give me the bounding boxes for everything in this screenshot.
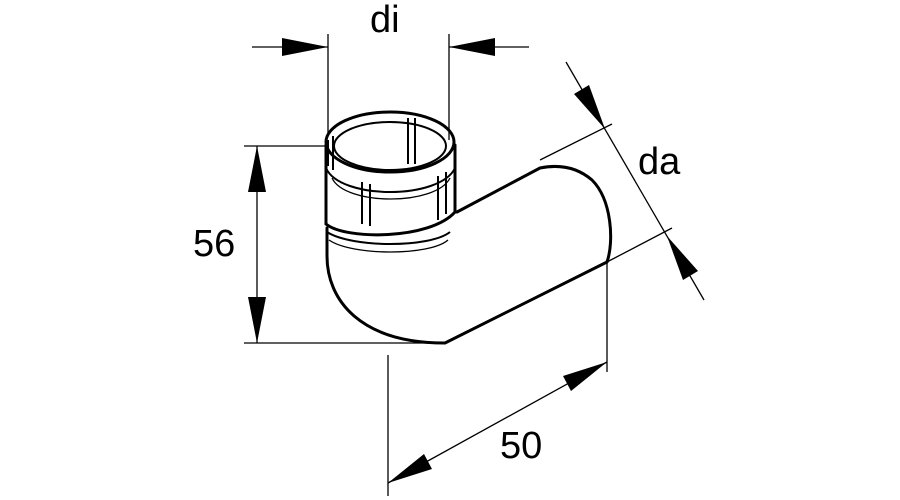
di-arrow-right	[449, 38, 495, 56]
da-extension-bottom	[606, 227, 673, 263]
dimension-di: di	[252, 0, 529, 140]
dimension-height: 56	[193, 145, 445, 344]
socket-slit-left	[327, 136, 334, 170]
socket-shoulder-bottom	[328, 239, 449, 253]
socket	[324, 110, 457, 237]
length-label: 50	[500, 425, 542, 467]
socket-shoulder	[326, 231, 451, 245]
socket-slit-front	[361, 182, 371, 226]
length-arrow-left	[388, 454, 432, 483]
da-arrow-bottom	[667, 236, 698, 280]
da-arrow-top	[574, 85, 605, 129]
height-arrow-bottom	[248, 297, 266, 343]
height-arrow-top	[248, 146, 266, 192]
da-extension-top	[539, 123, 613, 161]
dimension-length: 50	[387, 262, 608, 496]
length-arrow-right	[563, 362, 607, 391]
socket-bottom-edge	[324, 210, 457, 237]
socket-rim-lower-2	[331, 177, 451, 200]
dimension-da: da	[539, 61, 705, 301]
height-label: 56	[193, 223, 235, 265]
socket-slit-right	[437, 172, 447, 220]
socket-rim-outer	[324, 110, 456, 174]
di-arrow-left	[282, 38, 328, 56]
elbow-fill	[327, 166, 611, 343]
elbow-upper-contour	[455, 165, 613, 264]
socket-slit-back	[407, 118, 416, 164]
di-label: di	[370, 0, 400, 41]
da-label: da	[638, 141, 681, 183]
